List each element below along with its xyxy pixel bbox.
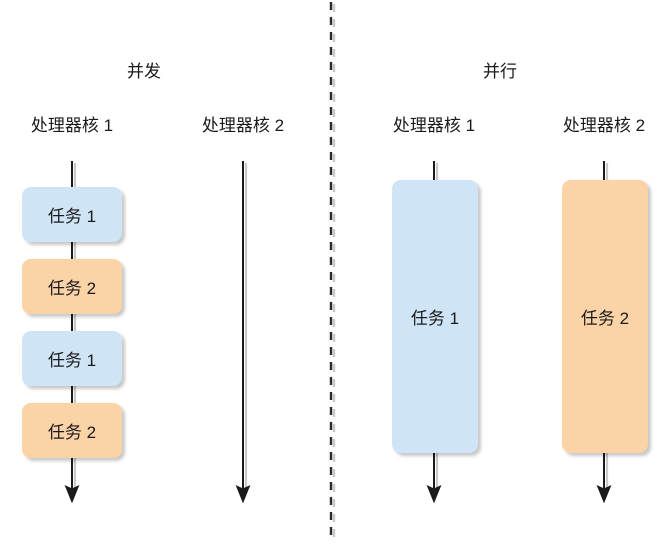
right-core-1-arrowhead (426, 485, 442, 504)
task-box-label: 任务 2 (580, 309, 630, 328)
task-box-label: 任务 2 (47, 423, 97, 442)
left-core-2-arrowhead (235, 485, 251, 504)
left-core-1-arrowhead (64, 485, 80, 504)
task-box-right-1[interactable]: 任务 1 (392, 180, 478, 453)
panel-title-concurrency: 并发 (127, 62, 161, 81)
task-box-left-4[interactable]: 任务 2 (22, 403, 122, 458)
task-box-right-2[interactable]: 任务 2 (562, 180, 648, 453)
panel-divider (329, 2, 336, 544)
task-box-label: 任务 1 (47, 207, 97, 226)
panel-title-parallelism: 并行 (483, 62, 517, 81)
task-box-label: 任务 2 (47, 279, 97, 298)
task-box-label: 任务 1 (410, 309, 460, 328)
lane-label-right-core-2: 处理器核 2 (562, 116, 646, 135)
left-core-2-flow (235, 161, 251, 504)
task-box-left-3[interactable]: 任务 1 (22, 331, 122, 386)
lane-label-right-core-1: 处理器核 1 (392, 116, 476, 135)
lane-label-left-core-1: 处理器核 1 (30, 116, 114, 135)
right-core-2-arrowhead (596, 485, 612, 504)
task-box-left-2[interactable]: 任务 2 (22, 259, 122, 314)
task-box-label: 任务 1 (47, 351, 97, 370)
task-box-left-1[interactable]: 任务 1 (22, 187, 122, 242)
lane-label-left-core-2: 处理器核 2 (201, 116, 285, 135)
